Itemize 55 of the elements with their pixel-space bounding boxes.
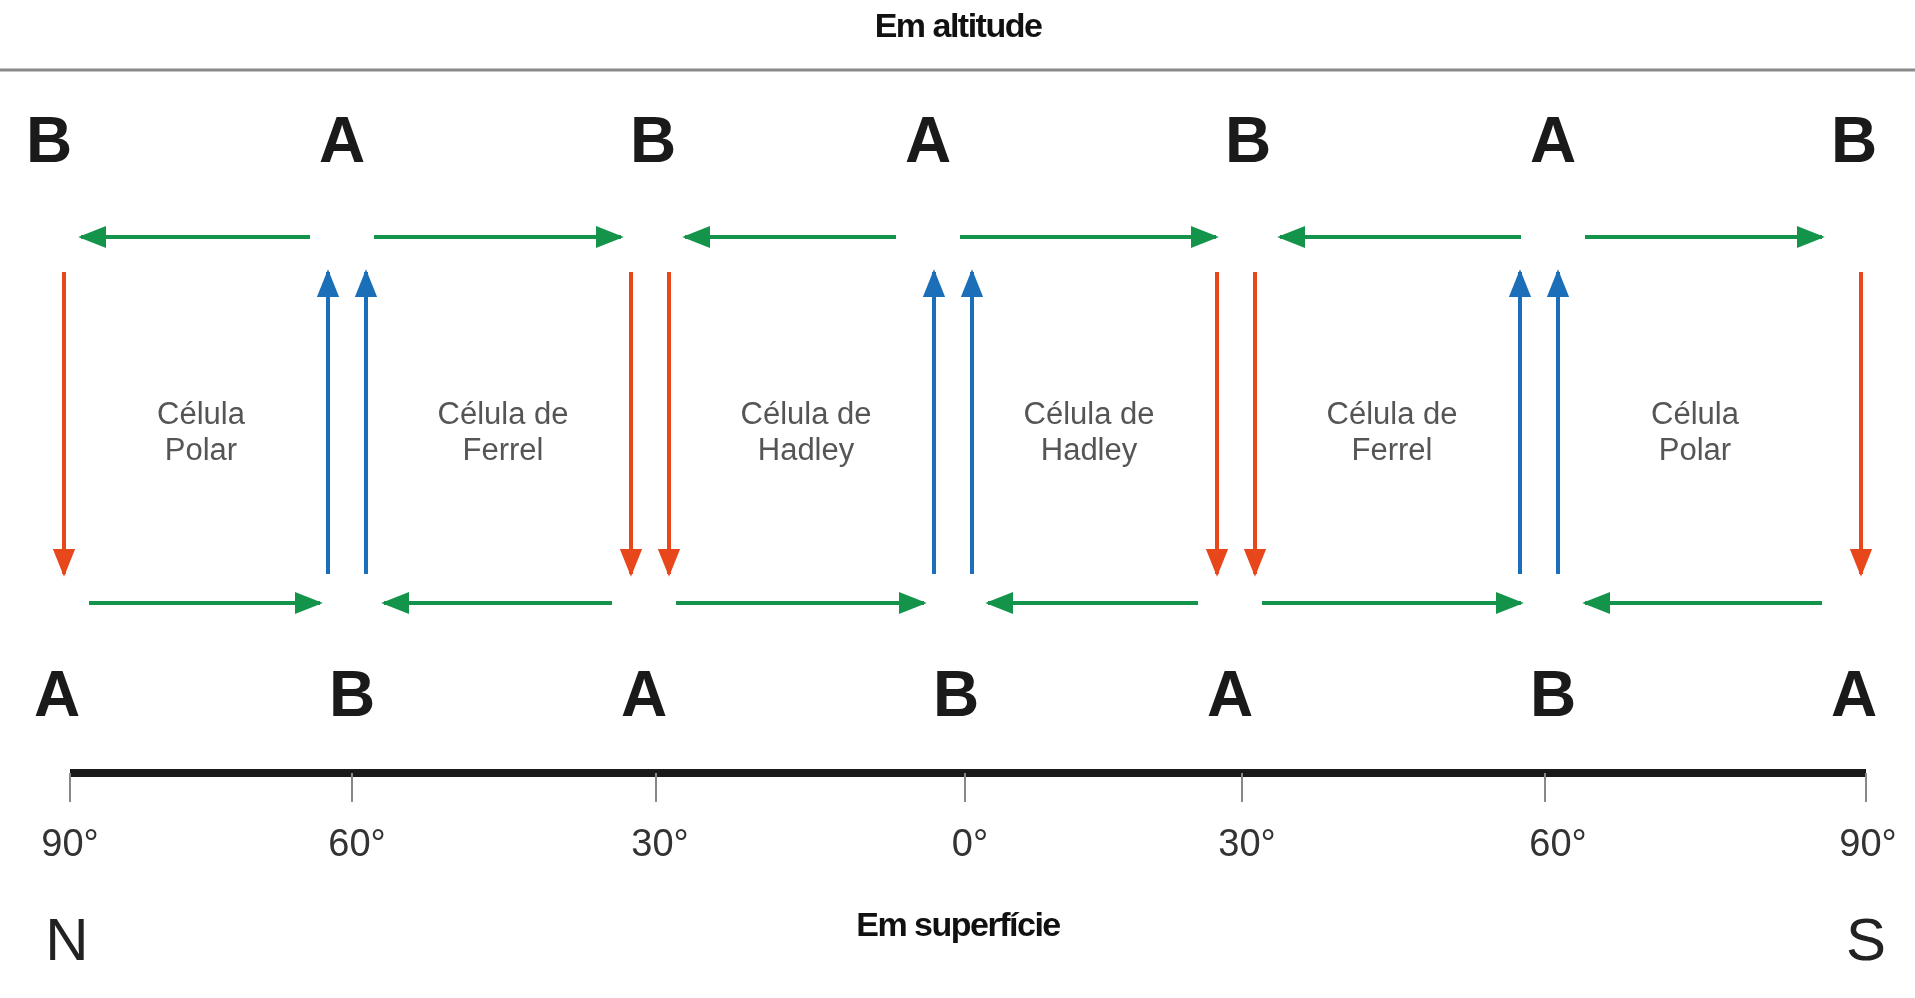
arrow bbox=[1508, 269, 1532, 574]
arrow bbox=[78, 225, 310, 249]
pressure-letter: B bbox=[1224, 108, 1272, 172]
latitude-label: 30° bbox=[631, 822, 689, 865]
pressure-letter: A bbox=[318, 108, 366, 172]
arrow bbox=[676, 591, 927, 615]
arrow bbox=[1582, 591, 1822, 615]
arrow bbox=[922, 269, 946, 574]
pressure-letter: B bbox=[1529, 662, 1577, 726]
latitude-label: 90° bbox=[1839, 822, 1897, 865]
arrow bbox=[619, 272, 643, 577]
pressure-letter: A bbox=[620, 662, 668, 726]
cell-label: Célula Polar bbox=[1650, 396, 1740, 468]
arrow bbox=[682, 225, 896, 249]
latitude-label: 30° bbox=[1218, 822, 1276, 865]
latitude-label: 0° bbox=[951, 822, 989, 865]
latitude-label: 60° bbox=[328, 822, 386, 865]
arrow bbox=[1585, 225, 1825, 249]
pressure-letter: A bbox=[1529, 108, 1577, 172]
arrow bbox=[1849, 272, 1873, 577]
cell-label: Célula de Hadley bbox=[739, 396, 873, 468]
pressure-letter: B bbox=[25, 108, 73, 172]
cell-label: Célula de Ferrel bbox=[1325, 396, 1459, 468]
arrow bbox=[960, 269, 984, 574]
arrow bbox=[657, 272, 681, 577]
pressure-letter: A bbox=[33, 662, 81, 726]
pressure-letter: B bbox=[932, 662, 980, 726]
cell-label: Célula Polar bbox=[156, 396, 246, 468]
caption: Em superfície bbox=[856, 905, 1060, 944]
hemisphere-label: N bbox=[45, 905, 89, 974]
pressure-letter: B bbox=[629, 108, 677, 172]
pressure-letter: A bbox=[904, 108, 952, 172]
arrow bbox=[52, 272, 76, 577]
arrow bbox=[1546, 269, 1570, 574]
pressure-letter: A bbox=[1206, 662, 1254, 726]
arrow bbox=[1277, 225, 1521, 249]
pressure-letter: B bbox=[1830, 108, 1878, 172]
arrow bbox=[1262, 591, 1524, 615]
arrow bbox=[316, 269, 340, 574]
pressure-letter: A bbox=[1830, 662, 1878, 726]
latitude-label: 90° bbox=[41, 822, 99, 865]
arrow bbox=[960, 225, 1219, 249]
arrow bbox=[374, 225, 624, 249]
arrow bbox=[381, 591, 612, 615]
cell-label: Célula de Ferrel bbox=[436, 396, 570, 468]
cell-label: Célula de Hadley bbox=[1022, 396, 1156, 468]
arrow bbox=[89, 591, 323, 615]
title: Em altitude bbox=[874, 6, 1042, 45]
latitude-label: 60° bbox=[1529, 822, 1587, 865]
arrow bbox=[1243, 272, 1267, 577]
arrow bbox=[1205, 272, 1229, 577]
arrow bbox=[354, 269, 378, 574]
arrow bbox=[985, 591, 1198, 615]
hemisphere-label: S bbox=[1846, 905, 1886, 974]
pressure-letter: B bbox=[328, 662, 376, 726]
